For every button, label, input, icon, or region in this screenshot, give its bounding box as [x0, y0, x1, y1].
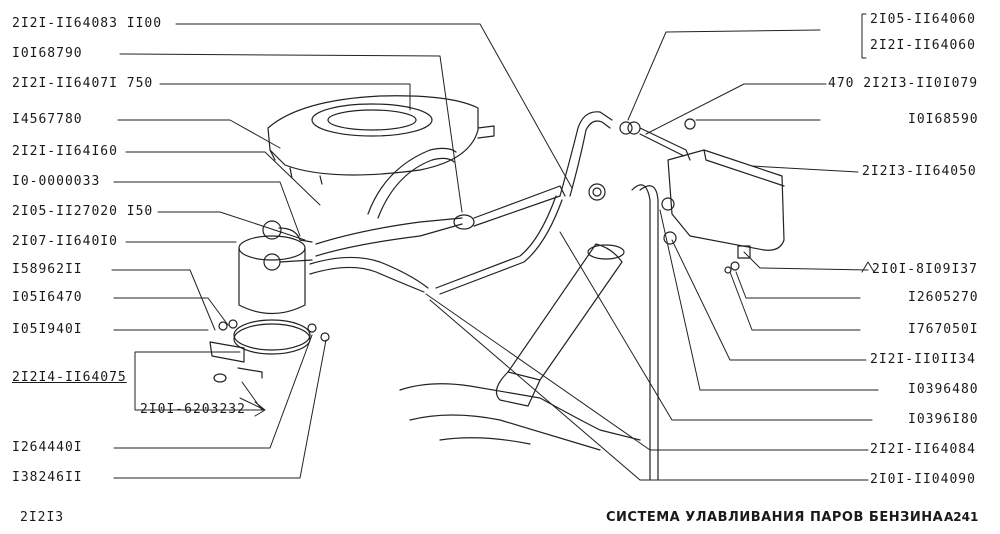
part-label[interactable]: 2I2I-II6407I 750 — [12, 76, 154, 91]
part-label[interactable]: I58962II — [12, 262, 83, 277]
part-label[interactable]: 2I2I-II64060 — [870, 38, 976, 53]
canister-clamp — [209, 319, 330, 383]
fuel-tank-neck — [399, 184, 659, 481]
model-code: 2I2I3 — [20, 510, 65, 525]
adsorber-canister — [238, 220, 313, 314]
part-label[interactable]: I0-0000033 — [12, 174, 101, 189]
part-label[interactable]: 2I2I3-II64050 — [862, 164, 977, 179]
part-label[interactable]: I0396I80 — [908, 412, 979, 427]
part-label[interactable]: 2I2I-II0II34 — [870, 352, 976, 367]
part-label[interactable]: 2I05-II27020 I50 — [12, 204, 154, 219]
part-label[interactable]: I4567780 — [12, 112, 83, 127]
part-label[interactable]: 2I07-II640I0 — [12, 234, 118, 249]
part-label[interactable]: I767050I — [908, 322, 979, 337]
separator-lines — [435, 111, 696, 295]
vapor-separator-tank — [661, 149, 785, 274]
part-label[interactable]: 2I0I-6203232 — [140, 402, 246, 417]
part-label[interactable]: 2I0I-II04090 — [870, 472, 976, 487]
vapor-hoses — [309, 147, 463, 293]
part-label-assembly[interactable]: 2I2I4-II64075 — [12, 370, 127, 385]
part-label[interactable]: 2I0I-8I09I37 — [872, 262, 978, 277]
part-label[interactable]: 2I2I-II64083 II00 — [12, 16, 163, 31]
leader-lines-right — [425, 13, 879, 481]
part-label[interactable]: I05I6470 — [12, 290, 83, 305]
leader-lines-left — [111, 23, 573, 479]
part-label[interactable]: I0I68790 — [12, 46, 83, 61]
page-title: СИСТЕМА УЛАВЛИВАНИЯ ПАРОВ БЕНЗИНА — [606, 510, 944, 525]
part-label[interactable]: 2I2I-II64084 — [870, 442, 976, 457]
part-label[interactable]: I38246II — [12, 470, 83, 485]
part-label[interactable]: I264440I — [12, 440, 83, 455]
part-label[interactable]: I0396480 — [908, 382, 979, 397]
part-label[interactable]: 2I2I-II64I60 — [12, 144, 118, 159]
part-label[interactable]: I0I68590 — [908, 112, 979, 127]
page-code: A241 — [944, 510, 979, 524]
part-label[interactable]: I05I940I — [12, 322, 83, 337]
air-filter-housing — [267, 95, 495, 185]
part-label[interactable]: I2605270 — [908, 290, 979, 305]
part-label[interactable]: 470 2I2I3-II0I079 — [828, 76, 979, 91]
part-label[interactable]: 2I05-II64060 — [870, 12, 976, 27]
